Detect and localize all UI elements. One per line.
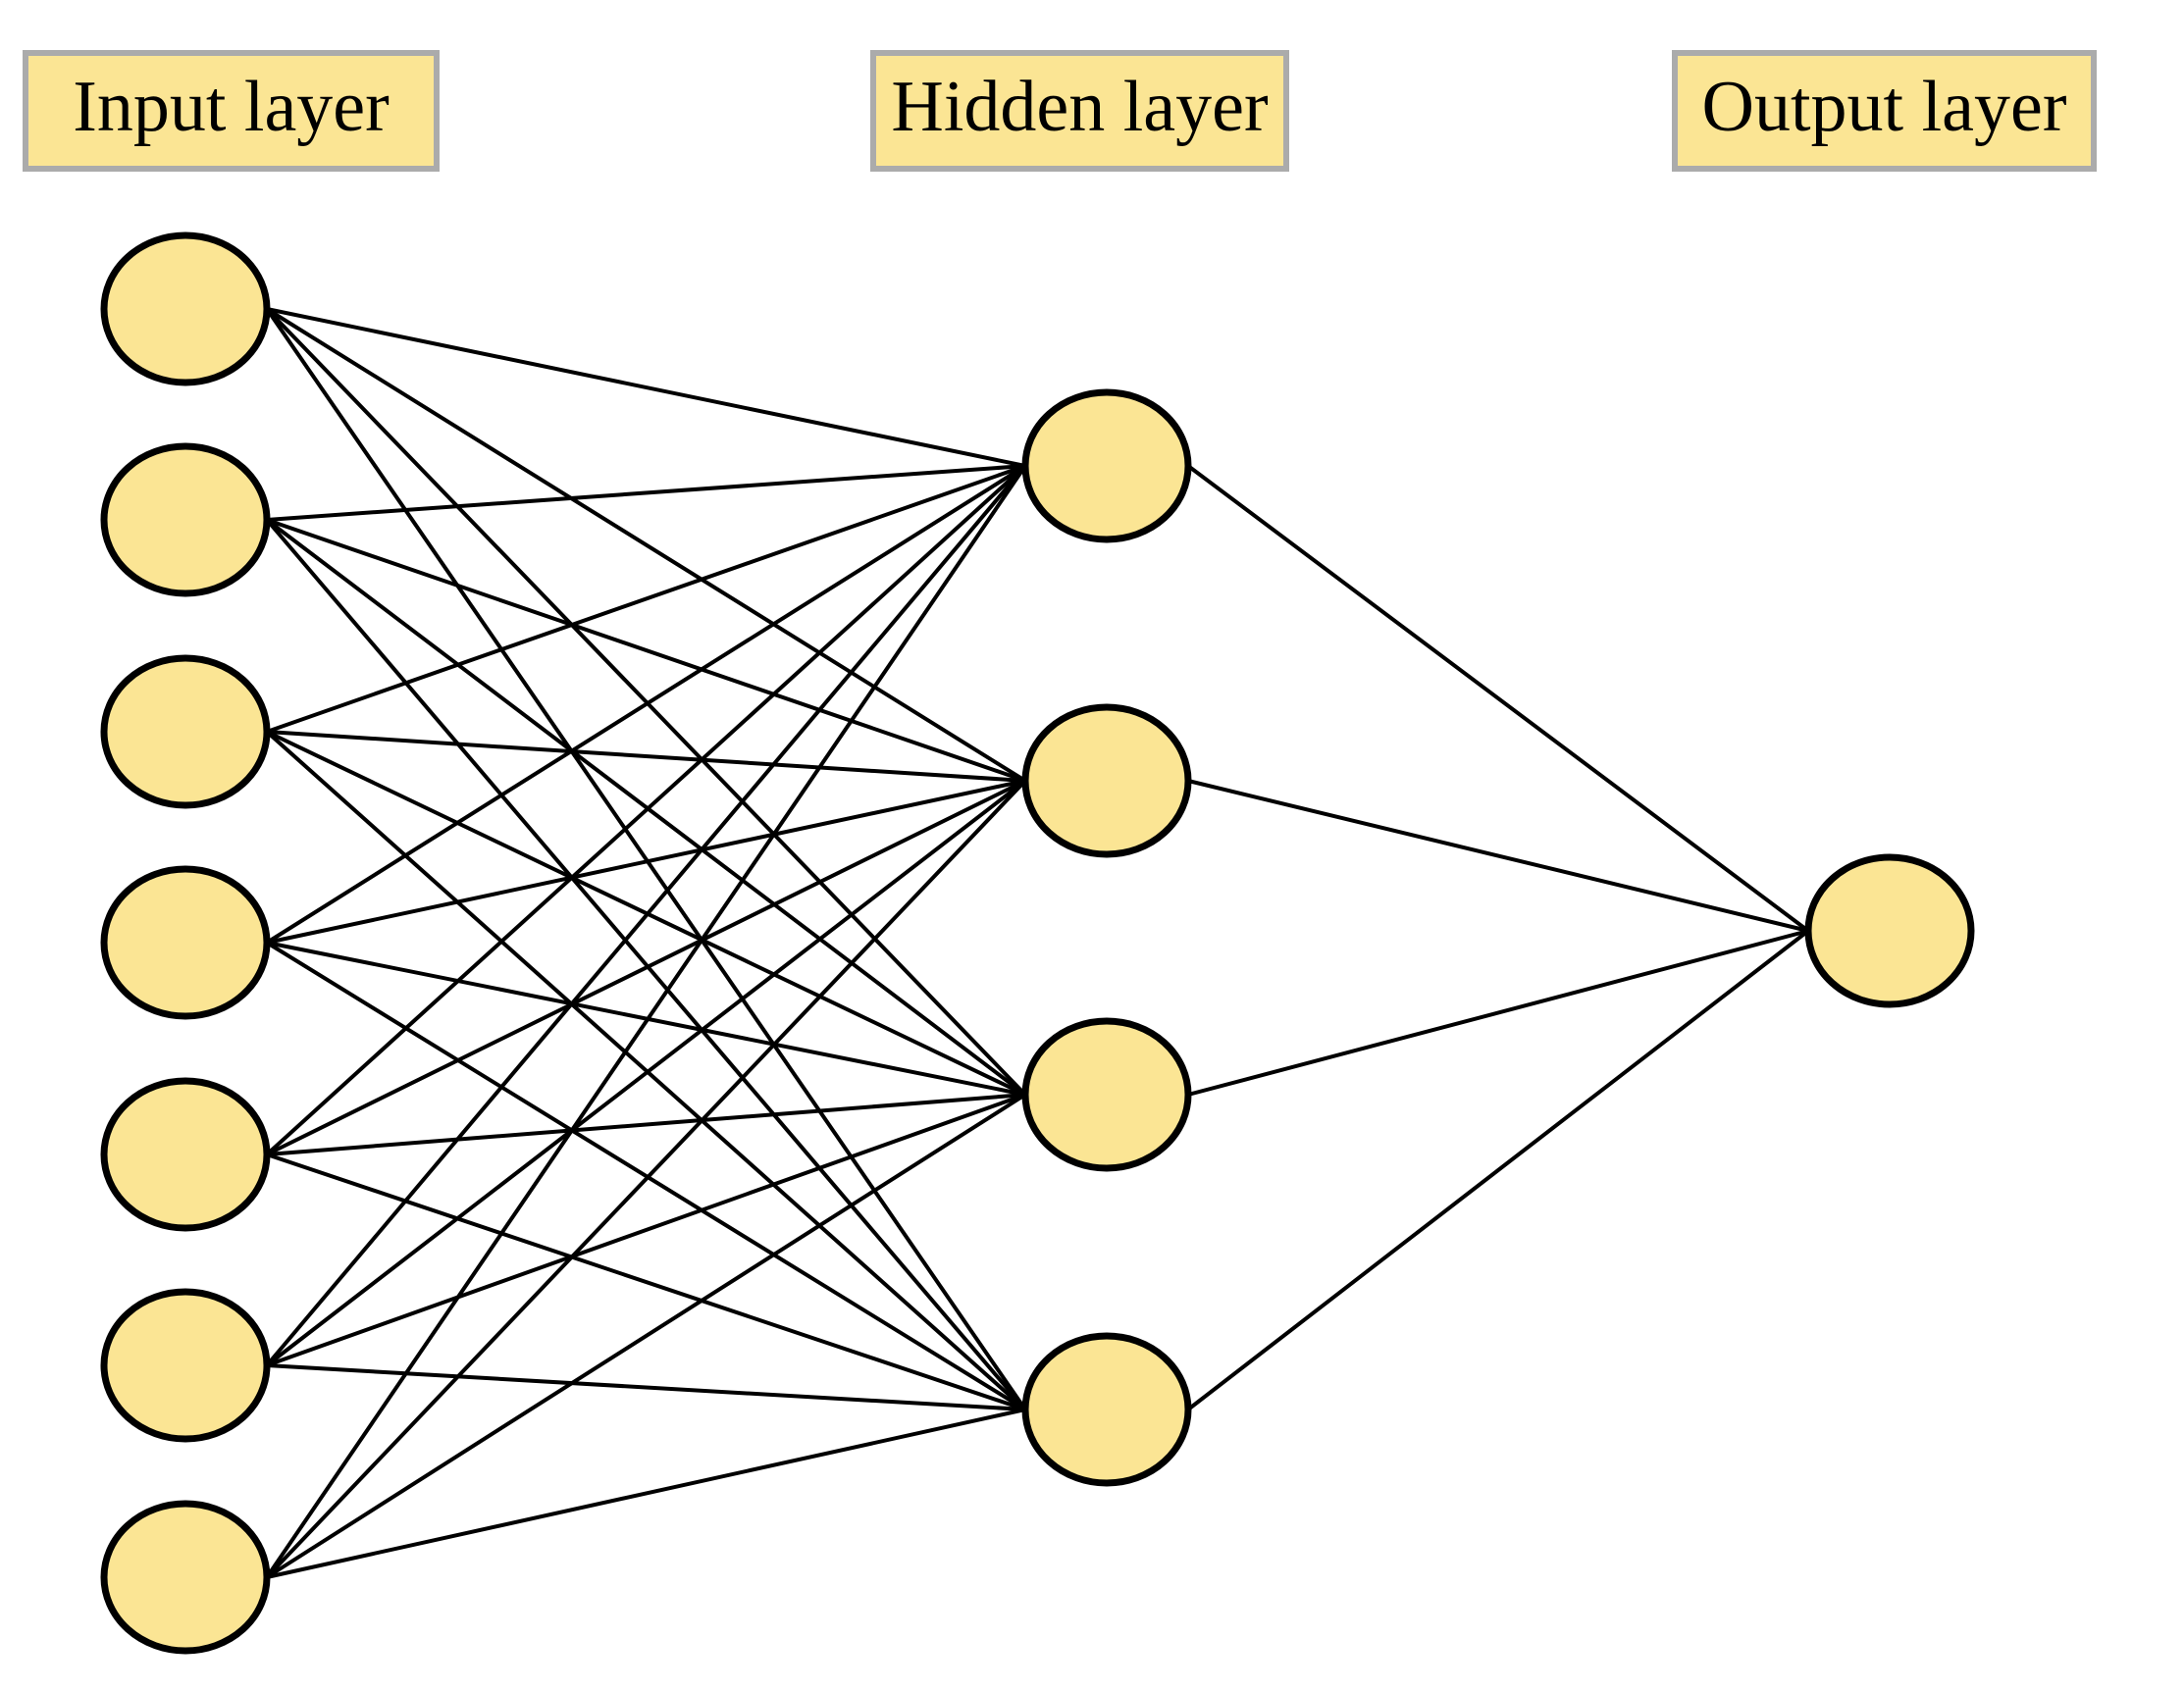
edge-input-2-to-hidden-1 — [266, 464, 1026, 522]
input-layer-label: Input layer — [23, 50, 440, 172]
edge-input-1-to-hidden-1 — [266, 307, 1026, 468]
edge-input-7-to-hidden-4 — [266, 1408, 1026, 1579]
output-layer-label: Output layer — [1672, 50, 2097, 172]
edge-input-7-to-hidden-1 — [265, 464, 1027, 1579]
edge-hidden-2-to-output-1 — [1187, 779, 1809, 933]
input-node-2 — [100, 442, 271, 597]
edge-input-4-to-hidden-2 — [266, 779, 1026, 945]
edge-input-1-to-hidden-2 — [265, 307, 1027, 783]
edge-input-7-to-hidden-3 — [265, 1093, 1027, 1579]
input-node-1 — [100, 231, 271, 386]
edge-input-2-to-hidden-4 — [265, 518, 1027, 1411]
edge-hidden-4-to-output-1 — [1186, 929, 1810, 1411]
edge-input-6-to-hidden-1 — [265, 464, 1027, 1367]
hidden-node-1 — [1021, 388, 1192, 543]
input-node-6 — [100, 1288, 271, 1443]
hidden-node-4 — [1021, 1332, 1192, 1487]
edge-input-6-to-hidden-2 — [265, 779, 1027, 1367]
edge-input-6-to-hidden-3 — [266, 1093, 1026, 1367]
edge-input-7-to-hidden-2 — [265, 779, 1027, 1579]
input-node-5 — [100, 1077, 271, 1232]
edge-input-5-to-hidden-2 — [266, 779, 1026, 1156]
edge-input-4-to-hidden-4 — [265, 941, 1027, 1411]
input-node-3 — [100, 654, 271, 809]
edge-input-2-to-hidden-2 — [266, 518, 1026, 783]
edge-hidden-3-to-output-1 — [1187, 929, 1809, 1097]
hidden-layer-label: Hidden layer — [870, 50, 1289, 172]
edge-input-1-to-hidden-3 — [265, 307, 1027, 1097]
edge-input-6-to-hidden-4 — [266, 1363, 1026, 1411]
edge-input-2-to-hidden-3 — [265, 518, 1027, 1097]
edge-hidden-1-to-output-1 — [1186, 464, 1810, 933]
input-node-7 — [100, 1500, 271, 1655]
edge-input-5-to-hidden-3 — [266, 1093, 1026, 1156]
hidden-node-2 — [1021, 703, 1192, 858]
edge-input-5-to-hidden-1 — [265, 464, 1027, 1156]
edge-input-5-to-hidden-4 — [266, 1153, 1026, 1411]
hidden-node-3 — [1021, 1017, 1192, 1172]
output-node-1 — [1804, 853, 1975, 1008]
edge-input-3-to-hidden-2 — [266, 730, 1026, 783]
edge-input-4-to-hidden-1 — [265, 464, 1027, 945]
edge-input-3-to-hidden-1 — [266, 464, 1026, 734]
input-node-4 — [100, 865, 271, 1020]
edge-input-1-to-hidden-4 — [265, 307, 1027, 1411]
